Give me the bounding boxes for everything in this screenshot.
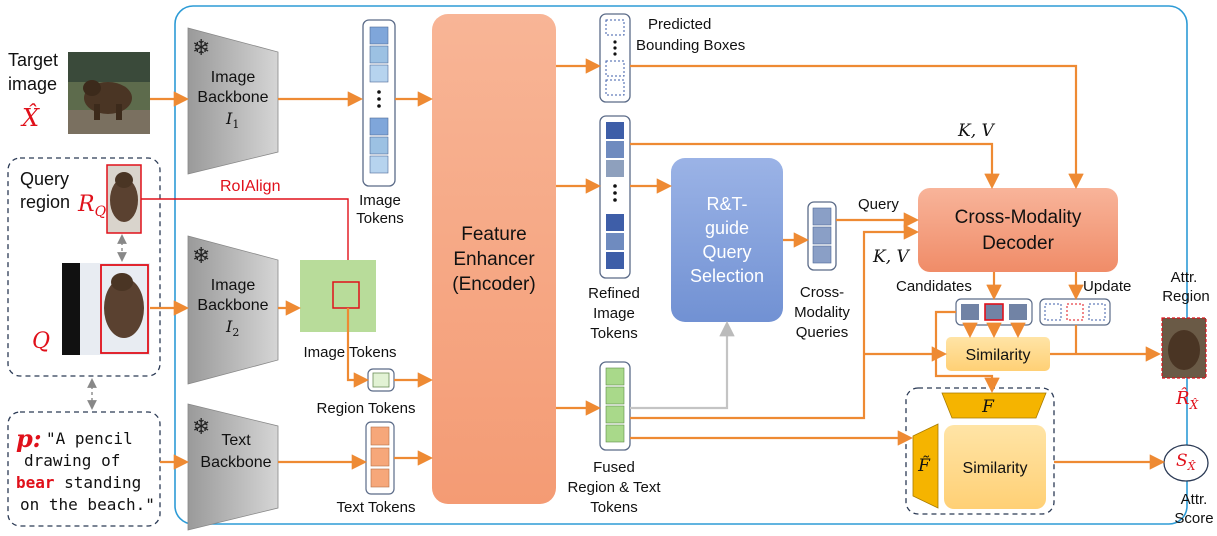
prompt-line-1: "A pencil	[46, 429, 133, 448]
region-similarity-box	[946, 337, 1050, 371]
fused-to-selection-arrow	[630, 320, 735, 410]
prompt-symbol: p:	[16, 424, 42, 453]
f-tilde-block	[912, 423, 939, 509]
image-tokens-1-label-1: Image	[359, 192, 401, 209]
query-group-box	[7, 157, 161, 377]
refined-image-tokens	[599, 115, 631, 279]
snowflake-icon: ❄	[192, 36, 210, 61]
attr-region-label-1: Attr.	[1171, 269, 1198, 286]
fused-label-1: Fused	[593, 459, 635, 476]
selection-label-4: Selection	[690, 266, 764, 286]
query-symbol: Q	[32, 329, 50, 354]
encoder-label-1: Feature	[461, 224, 526, 245]
query-region-label-1: Query	[20, 169, 69, 189]
image-tokens-2-label: Image Tokens	[303, 344, 396, 361]
cmq-label-1: Cross-	[800, 284, 844, 301]
decoder-label-1: Cross-Modality	[955, 207, 1082, 228]
predicted-label-1: Predicted	[648, 16, 711, 33]
text-backbone: ❄ Text Backbone	[187, 403, 279, 531]
image-backbone-1-label-1: Image	[211, 69, 256, 86]
snowflake-icon: ❄	[192, 415, 210, 440]
query-label: Query	[858, 196, 899, 213]
roialign-label: RoIAlign	[220, 178, 280, 195]
prompt-bold-word: bear	[16, 473, 55, 492]
query-image	[62, 263, 150, 355]
predicted-bounding-boxes	[599, 13, 631, 103]
update-tokens	[1039, 298, 1111, 326]
score-similarity-box	[944, 425, 1046, 509]
text-tokens-label: Text Tokens	[337, 499, 416, 516]
refined-label-2: Image	[593, 305, 635, 322]
attr-score-symbol: SX̂	[1176, 451, 1197, 473]
target-image-label-2: image	[8, 74, 57, 94]
target-symbol: X̂	[20, 104, 40, 132]
refined-label-3: Tokens	[590, 325, 638, 342]
prompt-line-4: on the beach."	[20, 495, 155, 514]
fused-label-2: Region & Text	[567, 479, 661, 496]
roialign-arrow	[141, 198, 353, 280]
query-region-image	[106, 164, 142, 234]
image-backbone-1-symbol: I1	[225, 109, 239, 131]
text-backbone-label-1: Text	[221, 432, 251, 449]
snowflake-icon: ❄	[192, 244, 210, 269]
decoder-label-2: Decoder	[982, 233, 1054, 254]
prompt-line-2: drawing of	[24, 451, 120, 470]
image-backbone-2-label-2: Backbone	[197, 297, 268, 314]
image-tokens-2-map	[300, 260, 376, 332]
region-similarity-label: Similarity	[966, 347, 1031, 364]
score-block-frame	[905, 387, 1055, 515]
prompt-line-3: bear standing	[16, 473, 141, 492]
query-region-label-2: region	[20, 192, 70, 212]
update-label: Update	[1083, 278, 1131, 295]
selection-label-2: guide	[705, 218, 749, 238]
cmq-label-2: Modality	[794, 304, 850, 321]
query-selection-module	[671, 158, 783, 322]
selection-label-1: R&T-	[706, 194, 747, 214]
main-frame	[174, 5, 1188, 525]
score-similarity-label: Similarity	[963, 460, 1028, 477]
attr-region-symbol: R̂X̂	[1175, 387, 1199, 412]
attr-score-label-1: Attr.	[1181, 491, 1208, 508]
attr-region-label-2: Region	[1162, 288, 1210, 305]
cross-modality-queries	[807, 201, 837, 271]
image-backbone-2-symbol: I2	[225, 317, 239, 339]
region-token-cell	[372, 372, 390, 388]
cmq-label-3: Queries	[796, 324, 849, 341]
region-tokens-label: Region Tokens	[317, 400, 416, 417]
flow-arrows	[150, 58, 1166, 470]
text-backbone-label-2: Backbone	[200, 454, 271, 471]
image-tokens-1-label-2: Tokens	[356, 210, 404, 227]
image-backbone-2: ❄ Image Backbone I2	[187, 235, 279, 385]
f-tilde-symbol: F̃	[917, 456, 931, 476]
encoder-label-3: (Encoder)	[452, 274, 535, 295]
prompt-box	[7, 411, 161, 527]
candidate-tokens	[955, 298, 1033, 326]
image-backbone-1-label-2: Backbone	[197, 89, 268, 106]
text-tokens	[365, 421, 395, 495]
image-backbone-2-label-1: Image	[211, 277, 256, 294]
refined-label-1: Refined	[588, 285, 640, 302]
target-image-label-1: Target	[8, 50, 58, 70]
cross-modality-decoder	[918, 188, 1118, 272]
image-tokens-1	[362, 19, 396, 187]
query-region-symbol: RQ	[77, 192, 107, 220]
kv-top-label: K, V	[957, 121, 996, 141]
fused-label-3: Tokens	[590, 499, 638, 516]
predicted-label-2: Bounding Boxes	[636, 37, 745, 54]
feature-enhancer-encoder	[432, 14, 556, 504]
selection-label-3: Query	[702, 242, 751, 262]
f-symbol: F	[981, 397, 995, 417]
attr-score-label-2: Score	[1174, 510, 1213, 527]
kv-mid-label: K, V	[872, 247, 911, 267]
encoder-label-2: Enhancer	[453, 249, 535, 270]
attr-region-image	[1161, 317, 1207, 379]
fused-region-text-tokens	[599, 361, 631, 451]
target-image	[68, 52, 150, 134]
candidates-label: Candidates	[896, 278, 972, 295]
image-backbone-1: ❄ Image Backbone I1	[187, 27, 279, 175]
f-block	[941, 392, 1047, 419]
